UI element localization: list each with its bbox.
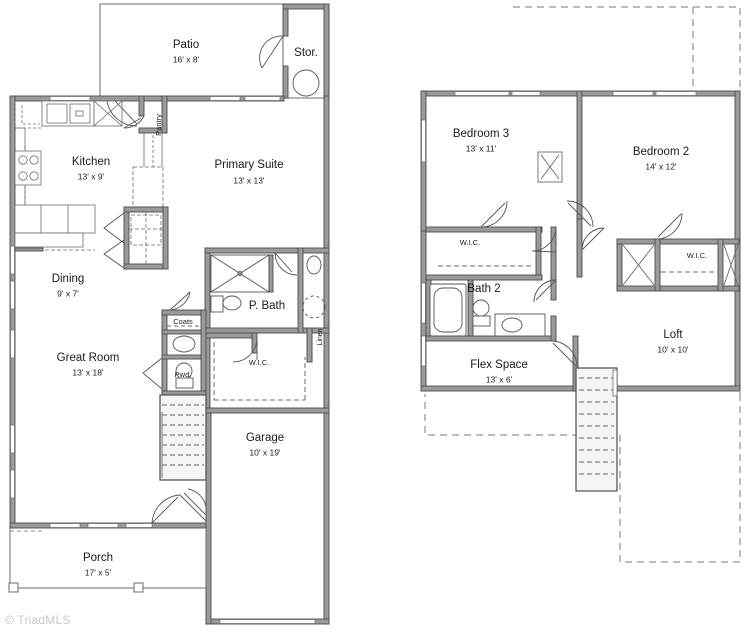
first-floor-windows bbox=[10, 96, 316, 624]
bedroom3-wic-door bbox=[480, 200, 508, 228]
room-label-storage: Stor. bbox=[294, 47, 318, 59]
room-label-garage: Garage bbox=[246, 432, 284, 444]
room-label-porch: Porch bbox=[83, 552, 113, 564]
front-door bbox=[151, 492, 207, 524]
room-label-powder-room: Pwd. bbox=[175, 370, 192, 379]
second-floor-labels: Bedroom 3 13' x 11' Bedroom 2 14' x 12' … bbox=[453, 128, 707, 384]
room-label-bedroom3-wic: W.I.C. bbox=[460, 238, 480, 247]
room-dims-kitchen: 13' x 9' bbox=[78, 171, 105, 181]
bedroom2-closet-x-icons bbox=[622, 244, 739, 286]
room-label-great-room: Great Room bbox=[57, 352, 120, 364]
closet-doors bbox=[103, 212, 125, 269]
bedroom2-closet-walls bbox=[616, 238, 740, 292]
room-dims-great-room: 13' x 18' bbox=[72, 367, 104, 377]
second-floor-stairs bbox=[575, 367, 618, 492]
room-label-kitchen: Kitchen bbox=[72, 156, 110, 168]
room-label-linen: Linen bbox=[317, 328, 324, 345]
primary-bath-vanity bbox=[210, 295, 242, 313]
room-dims-bedroom-2: 14' x 12' bbox=[645, 161, 677, 171]
first-floor-plan bbox=[8, 3, 330, 625]
shower-icon bbox=[210, 254, 274, 293]
closet-interior-detail bbox=[129, 212, 163, 264]
porch-columns bbox=[8, 582, 144, 593]
room-label-bedroom-2: Bedroom 2 bbox=[633, 146, 689, 158]
attic-access-icon bbox=[537, 151, 563, 183]
storage-water-heater-icon bbox=[292, 69, 320, 97]
room-label-flex-space: Flex Space bbox=[470, 359, 528, 371]
room-label-pantry: Pantry bbox=[154, 114, 163, 136]
bedroom-divider-wall bbox=[576, 90, 583, 278]
second-floor-windows bbox=[421, 91, 697, 367]
storage-door bbox=[259, 35, 284, 69]
stacked-closet-walls bbox=[123, 206, 169, 270]
powder-room-fixtures bbox=[172, 335, 196, 389]
room-label-bath-2: Bath 2 bbox=[467, 283, 500, 295]
room-label-coats: Coats bbox=[173, 317, 193, 326]
first-floor-stairs bbox=[159, 394, 207, 481]
primary-wic-door bbox=[232, 337, 258, 363]
powder-room-door bbox=[142, 357, 163, 390]
room-dims-patio: 16' x 8' bbox=[173, 54, 200, 64]
porch-outline bbox=[9, 528, 207, 589]
room-dims-dining: 9' x 7' bbox=[57, 288, 79, 298]
mls-watermark: © TriadMLS bbox=[5, 613, 71, 627]
first-floor-labels: Patio 16' x 8' Stor. Kitchen 13' x 9' Pr… bbox=[52, 39, 324, 577]
bedroom2-door bbox=[655, 212, 683, 240]
coats-closet-walls bbox=[161, 309, 207, 396]
primary-bath-door bbox=[274, 252, 298, 276]
bath2-door bbox=[533, 279, 557, 303]
bath2-tub bbox=[429, 283, 467, 337]
room-label-bedroom-3: Bedroom 3 bbox=[453, 128, 509, 140]
bedroom3-wic-walls bbox=[425, 226, 557, 281]
garage-entry-door bbox=[187, 488, 207, 508]
second-floor-plan bbox=[420, 6, 741, 563]
room-dims-porch: 17' x 5' bbox=[85, 567, 112, 577]
room-dims-garage: 10' x 19' bbox=[249, 447, 281, 457]
room-label-bedroom2-wic: W.I.C. bbox=[687, 251, 707, 260]
room-dims-loft: 10' x 10' bbox=[657, 344, 689, 354]
room-label-primary-wic: W.I.C. bbox=[249, 358, 269, 367]
dining-partition bbox=[14, 247, 44, 252]
storage-walls bbox=[282, 3, 330, 99]
toilet-closet bbox=[302, 255, 326, 319]
primary-wic-shelves bbox=[213, 342, 306, 401]
laundry-closet bbox=[132, 166, 164, 208]
kitchen-doors bbox=[106, 100, 145, 129]
room-label-loft: Loft bbox=[663, 329, 683, 341]
room-label-primary-suite: Primary Suite bbox=[214, 159, 283, 171]
room-label-primary-bath: P. Bath bbox=[249, 300, 285, 312]
linen-closet-walls bbox=[306, 327, 313, 363]
flex-space-door bbox=[550, 340, 578, 368]
bath2-fixtures bbox=[472, 299, 546, 337]
hallway-doors bbox=[531, 200, 605, 253]
room-dims-primary-suite: 13' x 13' bbox=[233, 175, 265, 185]
kitchen-fixtures bbox=[14, 100, 123, 251]
pantry-walls bbox=[138, 95, 168, 134]
coats-door bbox=[169, 291, 191, 311]
room-label-patio: Patio bbox=[173, 39, 199, 51]
room-label-dining: Dining bbox=[52, 273, 85, 285]
room-dims-bedroom-3: 13' x 11' bbox=[466, 143, 497, 153]
room-dims-flex-space: 13' x 6' bbox=[486, 374, 513, 384]
